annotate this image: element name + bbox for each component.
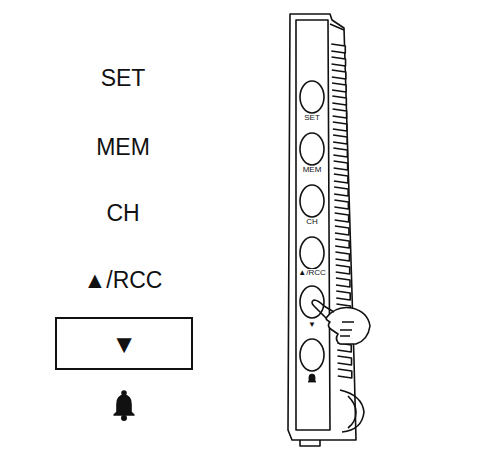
fin <box>332 96 346 105</box>
fin <box>335 252 349 261</box>
fin <box>334 200 348 209</box>
fin <box>332 70 346 79</box>
fin <box>335 239 349 248</box>
fin <box>335 226 349 235</box>
fin <box>334 174 348 183</box>
fin <box>331 44 345 53</box>
fin <box>332 83 346 92</box>
fin <box>333 122 347 131</box>
fin <box>333 135 347 144</box>
button-name: CH <box>106 202 139 225</box>
fin <box>334 187 348 196</box>
button-caption: ▼ <box>307 321 317 329</box>
button-name: ▼ <box>111 331 137 357</box>
fin <box>338 356 352 365</box>
button-caption: ▲/RCC <box>297 269 326 277</box>
fin <box>333 148 347 157</box>
button-caption: SET <box>303 114 321 122</box>
button-caption: MEM <box>302 166 323 174</box>
button-name: ▲/RCC <box>84 269 163 292</box>
fin <box>335 213 349 222</box>
fin <box>338 369 352 378</box>
button-name: MEM <box>96 136 150 159</box>
fin <box>334 161 348 170</box>
fin <box>336 265 350 274</box>
highlight-box: ▼ <box>55 317 193 370</box>
fin <box>332 57 346 66</box>
fin <box>336 291 350 300</box>
button-caption: CH <box>305 218 319 226</box>
fin <box>333 109 347 118</box>
button-name: SET <box>101 67 146 90</box>
fin <box>336 278 350 287</box>
